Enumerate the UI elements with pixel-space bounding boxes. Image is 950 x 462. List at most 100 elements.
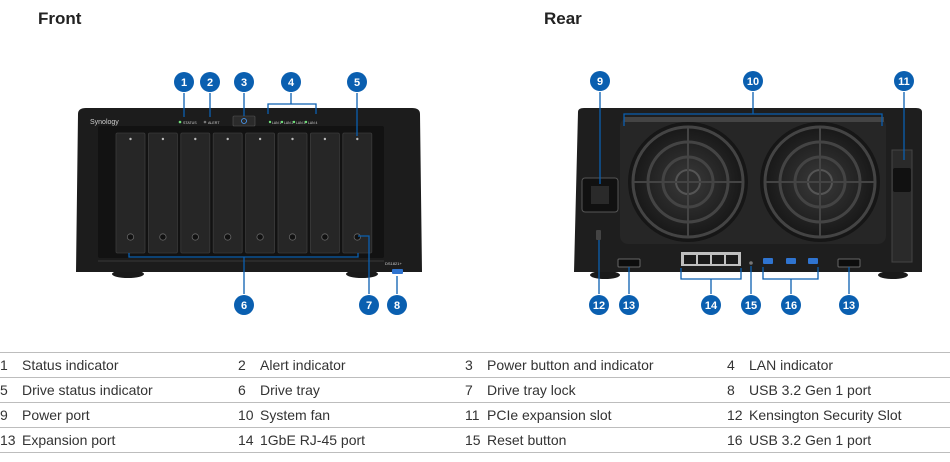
svg-text:LAN 4: LAN 4 <box>308 121 318 125</box>
status-led: STATUS <box>178 120 197 125</box>
callout-marker: 8 <box>387 295 407 315</box>
legend-label: System fan <box>260 407 331 423</box>
front-usb-port[interactable] <box>392 269 403 274</box>
callout-marker: 13 <box>839 295 859 315</box>
rear-nas-unit <box>574 108 922 279</box>
callout-marker: 12 <box>589 295 609 315</box>
legend-number: 7 <box>465 382 473 398</box>
legend-number: 10 <box>238 407 254 423</box>
callout-marker: 6 <box>234 295 254 315</box>
svg-text:13: 13 <box>623 300 635 312</box>
callout-marker: 13 <box>619 295 639 315</box>
svg-text:11: 11 <box>898 76 910 88</box>
callout-marker: 5 <box>347 72 367 92</box>
drive-tray[interactable] <box>309 132 340 254</box>
legend-label: Power port <box>22 407 90 423</box>
callout-marker: 15 <box>741 295 761 315</box>
callout-marker: 9 <box>590 71 610 91</box>
legend-label: Expansion port <box>22 432 116 448</box>
drive-tray[interactable] <box>245 132 276 254</box>
svg-text:12: 12 <box>593 300 605 312</box>
reset-button[interactable] <box>749 261 753 265</box>
legend-number: 8 <box>727 382 735 398</box>
legend-number: 16 <box>727 432 743 448</box>
legend-label: USB 3.2 Gen 1 port <box>749 432 872 448</box>
svg-text:13: 13 <box>843 300 855 312</box>
callout-marker: 1 <box>174 72 194 92</box>
drive-tray[interactable] <box>342 132 373 254</box>
alert-led: ALERT <box>203 120 220 125</box>
legend-number: 3 <box>465 357 473 373</box>
svg-text:6: 6 <box>241 300 247 312</box>
legend-label: 1GbE RJ-45 port <box>260 432 366 448</box>
callout-leaders <box>128 92 905 294</box>
callout-marker: 10 <box>743 71 763 91</box>
legend-number: 2 <box>238 357 246 373</box>
svg-text:14: 14 <box>705 300 718 312</box>
legend-label: Reset button <box>487 432 567 448</box>
svg-text:5: 5 <box>354 77 360 89</box>
svg-text:LAN 3: LAN 3 <box>296 121 306 125</box>
legend-label: USB 3.2 Gen 1 port <box>749 382 872 398</box>
hardware-diagram: Synology STATUS ALERT LAN 1 LAN 2 LAN 3 … <box>76 71 922 315</box>
system-fan-right <box>760 122 880 242</box>
kensington-slot <box>596 230 601 240</box>
legend-number: 9 <box>0 407 8 423</box>
legend-label: Kensington Security Slot <box>749 407 902 423</box>
legend-number: 5 <box>0 382 8 398</box>
legend-label: LAN indicator <box>749 357 834 373</box>
callout-marker: 14 <box>701 295 721 315</box>
expansion-port-left[interactable] <box>617 258 641 268</box>
callout-marker: 2 <box>200 72 220 92</box>
rear-heading: Rear <box>544 9 582 28</box>
legend-number: 11 <box>465 407 480 423</box>
svg-text:STATUS: STATUS <box>183 121 197 125</box>
legend-label: Alert indicator <box>260 357 346 373</box>
callout-marker: 16 <box>781 295 801 315</box>
svg-text:4: 4 <box>288 77 295 89</box>
power-button[interactable] <box>232 115 256 127</box>
svg-text:9: 9 <box>597 76 603 88</box>
legend-number: 6 <box>238 382 246 398</box>
svg-text:8: 8 <box>394 300 400 312</box>
drive-tray[interactable] <box>212 132 243 254</box>
legend-number: 4 <box>727 357 735 373</box>
svg-text:10: 10 <box>747 76 759 88</box>
drive-tray[interactable] <box>115 132 146 254</box>
legend-label: Status indicator <box>22 357 119 373</box>
power-icon <box>241 118 247 124</box>
legend-label: Drive status indicator <box>22 382 153 398</box>
callout-marker: 4 <box>281 72 301 92</box>
drive-tray[interactable] <box>180 132 211 254</box>
legend-row: 5 Drive status indicator 6 Drive tray 7 Drive… <box>0 377 950 403</box>
legend-number: 12 <box>727 407 743 423</box>
pcie-expansion-slot[interactable] <box>891 149 913 263</box>
system-fan-left <box>628 122 748 242</box>
model-label: DS1821+ <box>385 261 402 266</box>
legend-label: Drive tray lock <box>487 382 576 398</box>
drive-tray[interactable] <box>277 132 308 254</box>
legend-label: Power button and indicator <box>487 357 654 373</box>
legend-number: 1 <box>0 357 8 373</box>
expansion-port-right[interactable] <box>837 258 861 268</box>
rear-usb-ports[interactable] <box>763 258 818 264</box>
legend-number: 15 <box>465 432 481 448</box>
drive-tray[interactable] <box>147 132 178 254</box>
lan-leds: LAN 1 LAN 2 LAN 3 LAN 4 <box>268 120 318 125</box>
rj45-ports[interactable] <box>681 252 741 266</box>
legend-row: 1 Status indicator 2 Alert indicator 3 Power … <box>0 352 950 378</box>
front-heading: Front <box>38 9 82 28</box>
svg-text:ALERT: ALERT <box>208 121 220 125</box>
callout-marker: 3 <box>234 72 254 92</box>
front-nas-unit: Synology STATUS ALERT LAN 1 LAN 2 LAN 3 … <box>76 108 422 278</box>
svg-text:2: 2 <box>207 77 213 89</box>
svg-text:LAN 1: LAN 1 <box>272 121 282 125</box>
drive-trays <box>115 132 373 254</box>
svg-text:LAN 2: LAN 2 <box>284 121 294 125</box>
svg-text:16: 16 <box>785 300 797 312</box>
legend-label: Drive tray <box>260 382 320 398</box>
legend-number: 13 <box>0 432 16 448</box>
